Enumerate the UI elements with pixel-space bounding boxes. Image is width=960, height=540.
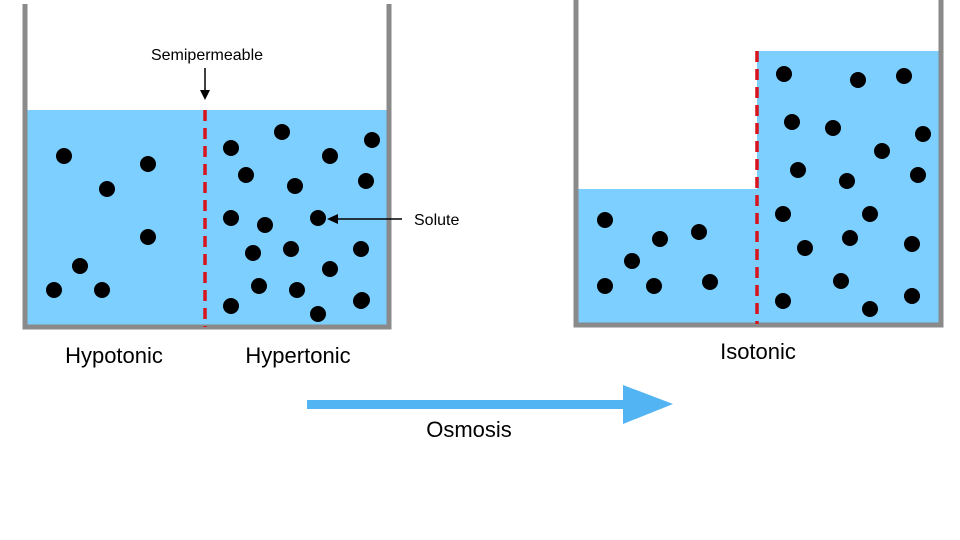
solute-particle	[310, 306, 326, 322]
solute-particle	[624, 253, 640, 269]
semipermeable-label: Semipermeable	[151, 47, 263, 64]
water-after-left	[577, 189, 757, 324]
solute-particle	[99, 181, 115, 197]
solute-particle	[646, 278, 662, 294]
solute-particle	[797, 240, 813, 256]
solute-particle	[56, 148, 72, 164]
solute-particle	[842, 230, 858, 246]
solute-particle	[904, 236, 920, 252]
solute-particle	[287, 178, 303, 194]
solute-group-after-left	[597, 212, 718, 294]
solute-particle	[46, 282, 62, 298]
solute-particle	[652, 231, 668, 247]
solute-arrowhead	[327, 214, 338, 224]
osmosis-arrow-shaft	[307, 400, 627, 409]
solute-particle	[597, 278, 613, 294]
solute-particle	[702, 274, 718, 290]
solute-particle	[833, 273, 849, 289]
solute-particle	[784, 114, 800, 130]
solute-particle	[245, 245, 261, 261]
solute-particle	[915, 126, 931, 142]
solute-particle	[825, 120, 841, 136]
solute-particle	[862, 301, 878, 317]
solute-particle	[839, 173, 855, 189]
solute-particle	[140, 156, 156, 172]
solute-particle	[353, 241, 369, 257]
solute-particle	[910, 167, 926, 183]
solute-particle	[358, 173, 374, 189]
isotonic-label: Isotonic	[720, 339, 796, 364]
solute-particle	[691, 224, 707, 240]
solute-group-after-right	[775, 66, 931, 317]
solute-particle	[310, 210, 326, 226]
osmosis-label: Osmosis	[426, 417, 512, 442]
solute-group-hypertonic	[223, 124, 380, 322]
solute-particle	[896, 68, 912, 84]
solute-particle	[251, 278, 267, 294]
water-before	[27, 110, 387, 327]
solute-particle	[597, 212, 613, 228]
container-before	[22, 4, 392, 330]
solute-particle	[904, 288, 920, 304]
solute-particle	[364, 132, 380, 148]
solute-particle	[354, 292, 370, 308]
solute-particle	[850, 72, 866, 88]
solute-particle	[776, 66, 792, 82]
solute-particle	[238, 167, 254, 183]
beaker-after	[573, 0, 944, 328]
solute-particle	[223, 210, 239, 226]
beaker-before	[22, 4, 392, 330]
solute-particle	[257, 217, 273, 233]
solute-particle	[322, 261, 338, 277]
hypotonic-label: Hypotonic	[65, 343, 163, 368]
solute-label: Solute	[414, 212, 459, 229]
solute-particle	[94, 282, 110, 298]
container-after	[573, 0, 944, 328]
solute-particle	[72, 258, 88, 274]
hypertonic-label: Hypertonic	[245, 343, 350, 368]
solute-particle	[775, 293, 791, 309]
solute-particle	[775, 206, 791, 222]
solute-particle	[322, 148, 338, 164]
osmosis-arrowhead	[623, 385, 673, 424]
osmosis-arrow	[307, 385, 673, 424]
solute-particle	[862, 206, 878, 222]
semipermeable-arrowhead	[200, 90, 210, 100]
solute-particle	[223, 140, 239, 156]
solute-particle	[289, 282, 305, 298]
solute-particle	[283, 241, 299, 257]
solute-particle	[790, 162, 806, 178]
solute-particle	[223, 298, 239, 314]
solute-particle	[874, 143, 890, 159]
solute-particle	[140, 229, 156, 245]
solute-particle	[274, 124, 290, 140]
solute-group-hypotonic	[46, 148, 156, 298]
